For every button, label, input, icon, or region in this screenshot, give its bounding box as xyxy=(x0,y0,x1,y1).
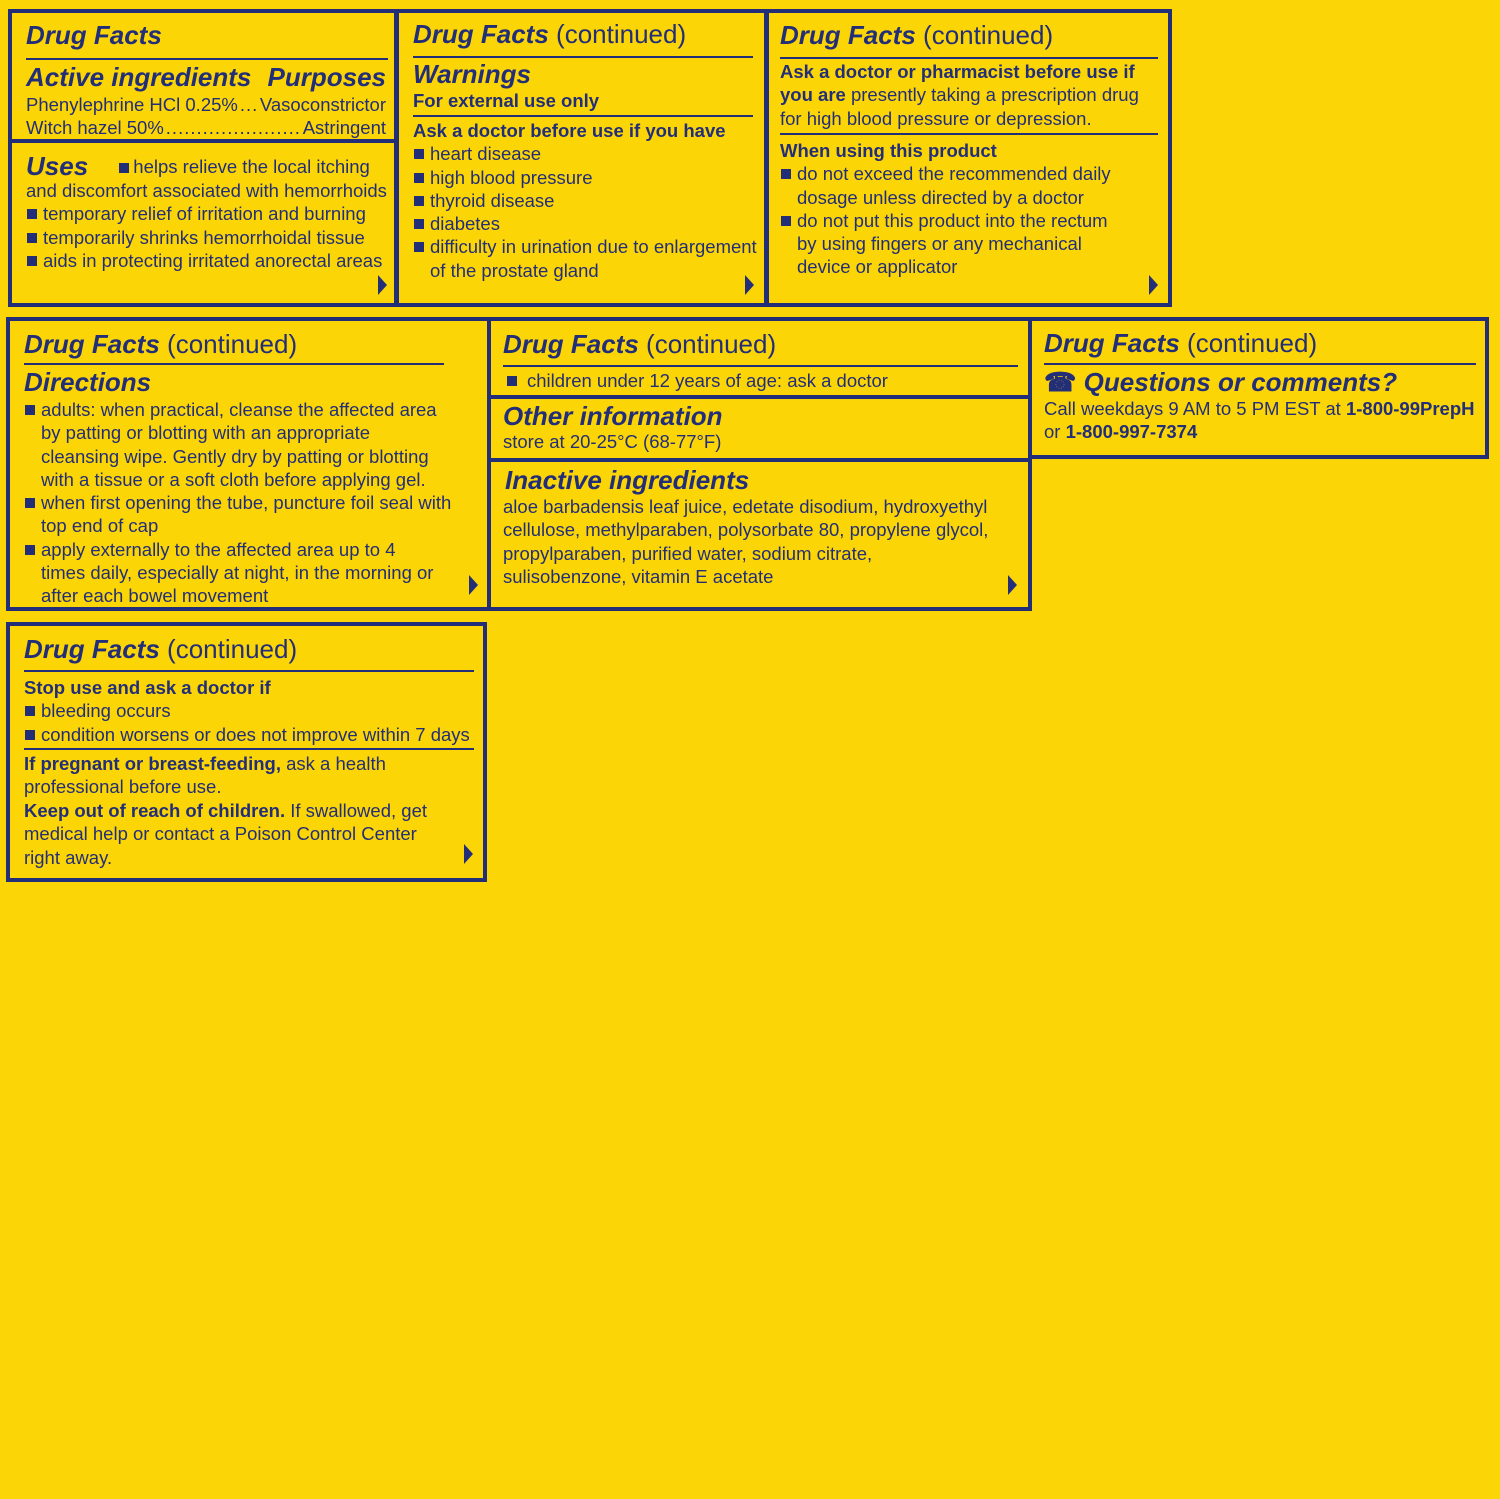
drug-facts-panel-3: Drug Facts (continued) Ask a doctor or p… xyxy=(765,9,1172,307)
ask-pharmacist-text: Ask a doctor or pharmacist before use if… xyxy=(780,61,1139,129)
inactive-ingredients-text: aloe barbadensis leaf juice, edetate dis… xyxy=(503,496,989,587)
divider xyxy=(780,57,1158,59)
drug-facts-title: Drug Facts (continued) xyxy=(503,329,777,359)
drug-facts-title: Drug Facts xyxy=(26,20,162,50)
direction-item: adults: when practical, cleanse the affe… xyxy=(24,398,446,491)
active-ingredients-title: Active ingredients xyxy=(26,62,252,92)
arrow-right-icon xyxy=(1149,275,1158,295)
keep-out-of-reach-warning: Keep out of reach of children. If swallo… xyxy=(24,800,427,868)
divider xyxy=(503,365,1018,367)
warnings-title: Warnings xyxy=(413,59,531,89)
inactive-ingredients-title: Inactive ingredients xyxy=(505,465,750,495)
directions-list: adults: when practical, cleanse the affe… xyxy=(24,398,454,608)
when-using-item: do not put this product into the rectum … xyxy=(780,209,1127,279)
contact-text: Call weekdays 9 AM to 5 PM EST at 1-800-… xyxy=(1044,398,1475,443)
children-item: children under 12 years of age: ask a do… xyxy=(506,369,888,392)
stop-use-item: condition worsens or does not improve wi… xyxy=(24,723,474,746)
active-ingredients-section: Drug Facts Active ingredients Purposes P… xyxy=(12,13,394,143)
purposes-title: Purposes xyxy=(267,62,387,92)
drug-facts-panel-6: Drug Facts (continued) ☎ Questions or co… xyxy=(1028,317,1489,459)
drug-facts-panel-5: Drug Facts (continued) children under 12… xyxy=(487,317,1032,611)
ask-doctor-title: Ask a doctor before use if you have xyxy=(413,120,726,141)
drug-facts-panel-7: Drug Facts (continued) Stop use and ask … xyxy=(6,622,487,882)
uses-item: helps relieve the local itching xyxy=(133,156,370,177)
drug-facts-panel-4: Drug Facts (continued) Directions adults… xyxy=(6,317,491,611)
uses-section: Uses helps relieve the local itching and… xyxy=(26,151,388,272)
stop-use-item: bleeding occurs xyxy=(24,699,474,722)
divider xyxy=(24,670,474,672)
stop-use-section: Stop use and ask a doctor if bleeding oc… xyxy=(24,676,474,746)
warning-item: difficulty in urination due to enlargeme… xyxy=(413,235,760,282)
bullet-square-icon xyxy=(119,163,130,173)
uses-item: temporary relief of irritation and burni… xyxy=(26,202,388,225)
drug-facts-title: Drug Facts (continued) xyxy=(24,329,298,359)
drug-facts-panel-2: Drug Facts (continued) Warnings For exte… xyxy=(395,9,768,307)
divider xyxy=(780,133,1158,135)
divider xyxy=(491,395,1028,399)
drug-facts-title: Drug Facts (continued) xyxy=(24,634,298,664)
direction-item: apply externally to the affected area up… xyxy=(24,538,441,608)
stop-use-title: Stop use and ask a doctor if xyxy=(24,677,271,698)
uses-title: Uses xyxy=(26,151,89,181)
arrow-right-icon xyxy=(745,275,754,295)
drug-facts-title: Drug Facts (continued) xyxy=(413,19,687,49)
warning-item: thyroid disease xyxy=(413,189,758,212)
ask-doctor-section: Ask a doctor before use if you have hear… xyxy=(413,119,758,282)
ingredient-row: Witch hazel 50%Astringent xyxy=(26,116,386,139)
divider xyxy=(413,115,753,117)
phone-number-2[interactable]: 1-800-997-7374 xyxy=(1065,421,1198,443)
pregnancy-warning: If pregnant or breast-feeding, ask a hea… xyxy=(24,753,386,798)
directions-title: Directions xyxy=(24,367,152,397)
warning-item: high blood pressure xyxy=(413,166,758,189)
divider xyxy=(1044,363,1476,365)
uses-item: temporarily shrinks hemorrhoidal tissue xyxy=(26,226,388,249)
drug-facts-title: Drug Facts (continued) xyxy=(1044,328,1318,358)
divider xyxy=(413,56,753,58)
drug-facts-title: Drug Facts (continued) xyxy=(780,20,1054,50)
when-using-title: When using this product xyxy=(780,140,997,161)
warning-item: heart disease xyxy=(413,142,758,165)
when-using-section: When using this product do not exceed th… xyxy=(780,139,1158,279)
arrow-right-icon xyxy=(469,575,478,595)
direction-item: when first opening the tube, puncture fo… xyxy=(24,491,461,538)
ingredient-row: Phenylephrine HCl 0.25%Vasoconstrictor xyxy=(26,93,386,116)
warning-item: diabetes xyxy=(413,212,758,235)
arrow-right-icon xyxy=(464,844,473,864)
uses-item: aids in protecting irritated anorectal a… xyxy=(26,249,388,272)
other-information-title: Other information xyxy=(503,401,723,431)
arrow-right-icon xyxy=(1008,575,1017,595)
arrow-right-icon xyxy=(378,275,387,295)
divider xyxy=(24,363,444,365)
telephone-icon: ☎ xyxy=(1044,367,1077,397)
phone-number-1[interactable]: 1-800-99PrepH xyxy=(1345,398,1475,419)
divider xyxy=(24,748,474,750)
divider xyxy=(26,58,388,60)
questions-title: ☎ Questions or comments? xyxy=(1044,367,1398,397)
storage-text: store at 20-25°C (68-77°F) xyxy=(503,431,722,452)
uses-item-cont: and discomfort associated with hemorrhoi… xyxy=(26,180,387,201)
when-using-item: do not exceed the recommended daily dosa… xyxy=(780,162,1157,209)
divider xyxy=(491,458,1028,462)
external-use-text: For external use only xyxy=(413,90,600,111)
drug-facts-panel-1: Drug Facts Active ingredients Purposes P… xyxy=(8,9,398,307)
